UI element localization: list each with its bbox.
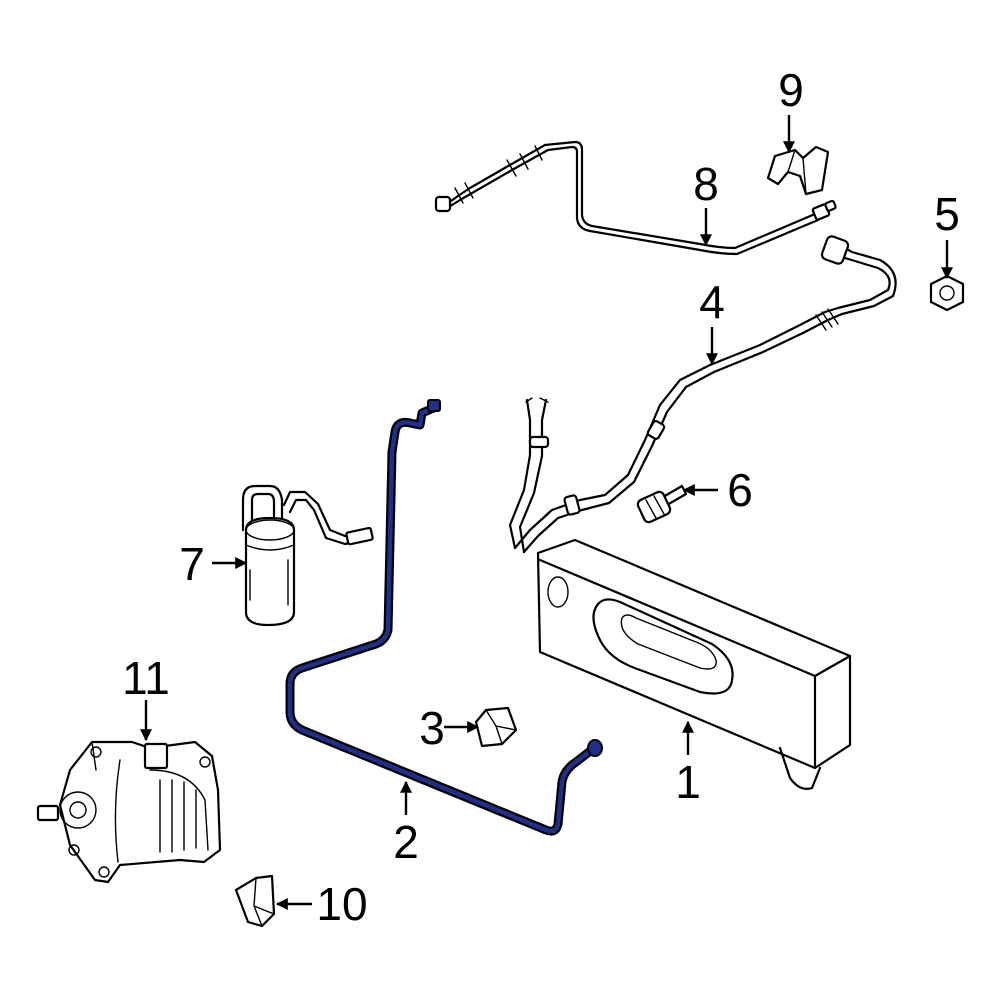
callout-labels: 1 2 3 4 5 6 7 8 9 10 11	[122, 64, 960, 930]
callout-7: 7	[179, 538, 205, 590]
part-5-nut[interactable]	[929, 274, 965, 312]
callout-3: 3	[419, 702, 445, 754]
part-11-compressor[interactable]	[36, 740, 222, 884]
callout-10: 10	[316, 878, 367, 930]
part-1-condenser[interactable]	[536, 538, 852, 790]
callout-2: 2	[393, 816, 419, 868]
part-2-fitting-top	[427, 399, 441, 412]
callout-1: 1	[675, 756, 701, 808]
callout-4: 4	[699, 276, 725, 328]
callout-6: 6	[727, 464, 753, 516]
callout-11: 11	[122, 652, 170, 704]
callout-8: 8	[693, 158, 719, 210]
callout-leaders	[140, 115, 953, 910]
part-6-bolt[interactable]	[636, 484, 688, 524]
callout-5: 5	[934, 188, 960, 240]
part-8-ac-line[interactable]	[434, 140, 837, 256]
callout-9: 9	[778, 64, 804, 116]
part-7-receiver-drier[interactable]	[241, 484, 374, 627]
part-2-line-fill	[287, 404, 597, 834]
part-10-bracket[interactable]	[234, 874, 276, 928]
part-2-fitting-end	[587, 739, 603, 757]
part-3-bracket[interactable]	[474, 706, 518, 748]
part-4-hose[interactable]	[508, 235, 897, 554]
part-2-ac-line-highlighted[interactable]	[285, 399, 603, 836]
part-9-clip[interactable]	[766, 145, 830, 196]
